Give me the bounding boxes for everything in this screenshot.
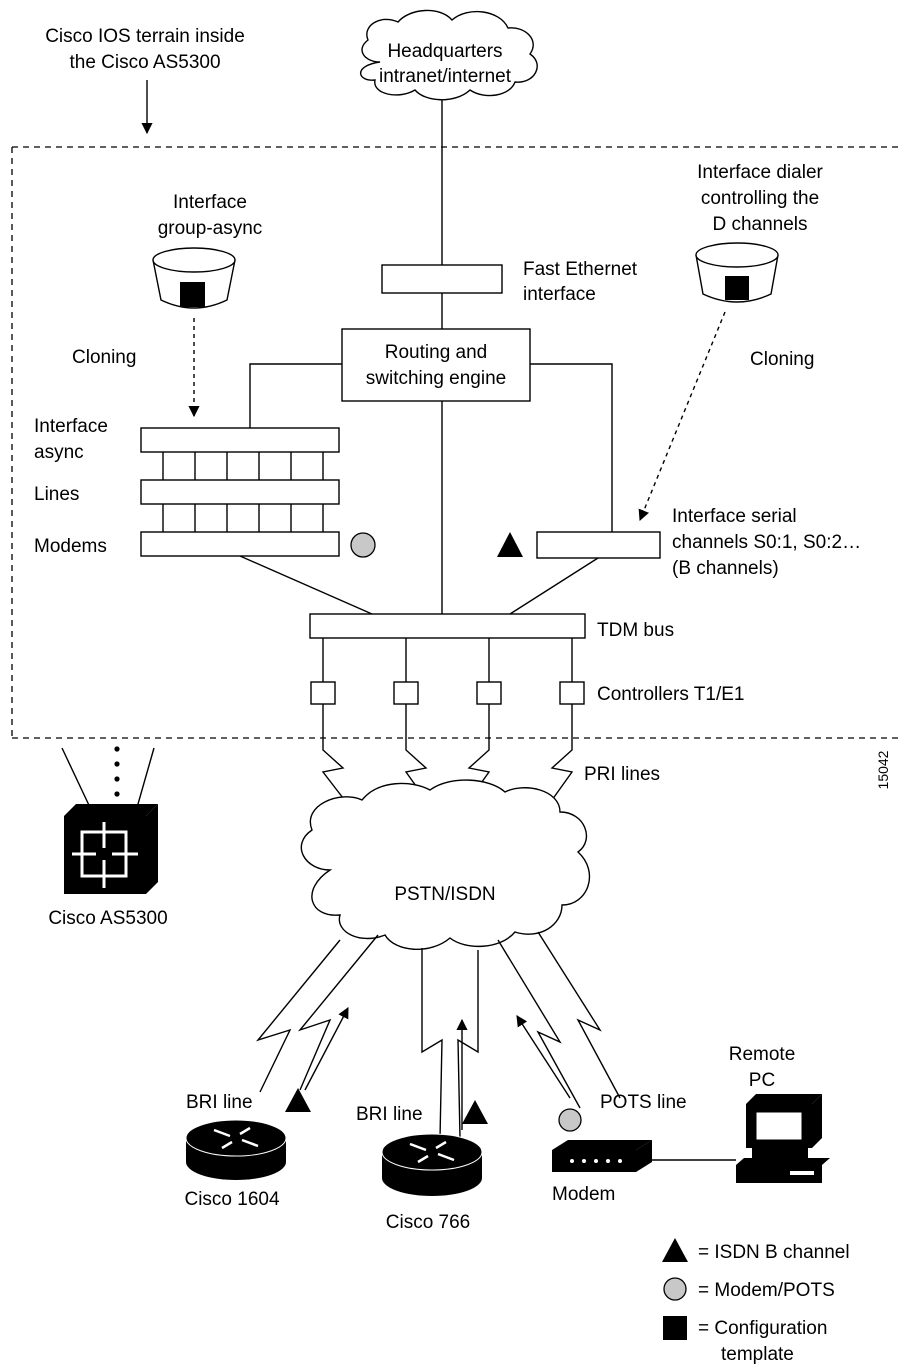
cisco-1604-router-icon (185, 1119, 287, 1180)
pri-lines-group (321, 704, 574, 801)
tdm-bus-label: TDM bus (597, 620, 674, 641)
config-template-square-icon (725, 276, 749, 300)
modem-device-icon (552, 1140, 652, 1172)
bri-line-766 (421, 948, 443, 1139)
legend-config-label-line2: template (721, 1344, 794, 1365)
lines-label: Lines (34, 484, 79, 505)
serial-label-line1: Interface serial (672, 506, 797, 527)
async-line-cells (162, 452, 324, 480)
isdn-b-channel-triangle-icon (462, 1100, 488, 1124)
fast-ethernet-interface-box (381, 264, 503, 294)
hq-label-line1: Headquarters (387, 41, 502, 62)
cloning-arrow-right (638, 311, 726, 522)
pots-arrow (516, 1015, 571, 1099)
lines-bar (140, 479, 340, 505)
pots-line-label: POTS line (600, 1092, 687, 1113)
pots-line (497, 939, 581, 1109)
controller-box (476, 681, 502, 705)
dialer-label-line1: Interface dialer (697, 162, 823, 183)
figure-id-label: 15042 (875, 750, 891, 789)
remote-pc-icon (736, 1094, 830, 1183)
modem-label: Modem (552, 1184, 615, 1205)
bri-line-766-outer (457, 950, 479, 1139)
line-modem-cells (162, 504, 324, 532)
routing-switching-engine-box (341, 328, 531, 402)
pstn-label: PSTN/ISDN (394, 884, 495, 905)
controllers-label: Controllers T1/E1 (597, 684, 745, 705)
engine-label-line1: Routing and (385, 342, 487, 363)
as5300-label: Cisco AS5300 (48, 908, 167, 929)
interface-async-label-line1: Interface (34, 416, 108, 437)
pots-line-outer (537, 931, 621, 1099)
engine-async-link (249, 363, 342, 428)
pri-lines-label: PRI lines (584, 764, 660, 785)
interface-async-label-line2: async (34, 442, 84, 463)
controllers-group (310, 638, 585, 705)
cisco-766-label: Cisco 766 (386, 1212, 471, 1233)
group-async-template-top (152, 247, 236, 273)
interface-async-bar (140, 427, 340, 453)
modems-tdm-link (239, 555, 373, 615)
remote-pc-label-line1: Remote (729, 1044, 796, 1065)
modem-pots-circle-icon (350, 532, 376, 558)
modem-pots-circle-icon (558, 1108, 582, 1132)
hq-label-line2: intranet/internet (379, 66, 512, 87)
legend-modem-pots-label: = Modem/POTS (698, 1280, 835, 1301)
group-async-label-line2: group-async (158, 218, 263, 239)
legend-isdn-label: = ISDN B channel (698, 1242, 850, 1263)
dialer-label-line2: controlling the (701, 188, 819, 209)
tdm-bus-bar (309, 613, 586, 639)
cloning-label-left: Cloning (72, 347, 136, 368)
bri-line-label-1: BRI line (186, 1092, 253, 1113)
controller-box (393, 681, 419, 705)
isdn-b-channel-triangle-icon (497, 532, 523, 557)
controller-box (310, 681, 336, 705)
bri-arrow-1604 (304, 1007, 349, 1091)
cisco-as5300-icon (64, 804, 158, 894)
legend-triangle-icon (662, 1238, 688, 1262)
modems-bar (140, 531, 340, 557)
isdn-b-channel-triangle-icon (285, 1088, 311, 1112)
legend-circle-icon (663, 1277, 687, 1301)
modems-label: Modems (34, 536, 107, 557)
cisco-766-router-icon (381, 1133, 483, 1196)
bri-line-1604 (255, 939, 341, 1093)
terrain-label-line2: the Cisco AS5300 (69, 52, 220, 73)
bri-line-1604-outer (297, 934, 379, 1091)
serial-tdm-link (509, 557, 599, 615)
legend-config-label-line1: = Configuration (698, 1318, 827, 1339)
bri-line-label-2: BRI line (356, 1104, 423, 1125)
engine-serial-link (530, 363, 613, 532)
cloning-label-right: Cloning (750, 349, 814, 370)
config-template-square-icon (180, 282, 205, 307)
terrain-label-line1: Cisco IOS terrain inside (45, 26, 245, 47)
interface-serial-bar (536, 531, 661, 559)
serial-label-line3: (B channels) (672, 558, 779, 579)
remote-pc-label-line2: PC (749, 1070, 775, 1091)
legend: = ISDN B channel = Modem/POTS = Configur… (662, 1238, 850, 1365)
controller-box (559, 681, 585, 705)
group-async-label-line1: Interface (173, 192, 247, 213)
cisco-1604-label: Cisco 1604 (184, 1189, 279, 1210)
fast-ethernet-label-line2: interface (523, 284, 596, 305)
pstn-isdn-cloud-icon (300, 779, 591, 950)
dialer-template-top (695, 242, 779, 268)
serial-label-line2: channels S0:1, S0:2… (672, 532, 861, 553)
fast-ethernet-label-line1: Fast Ethernet (523, 259, 638, 280)
dialer-label-line3: D channels (712, 214, 807, 235)
legend-square-icon (663, 1316, 687, 1340)
headquarters-cloud-icon (359, 9, 538, 101)
engine-label-line2: switching engine (366, 368, 506, 389)
